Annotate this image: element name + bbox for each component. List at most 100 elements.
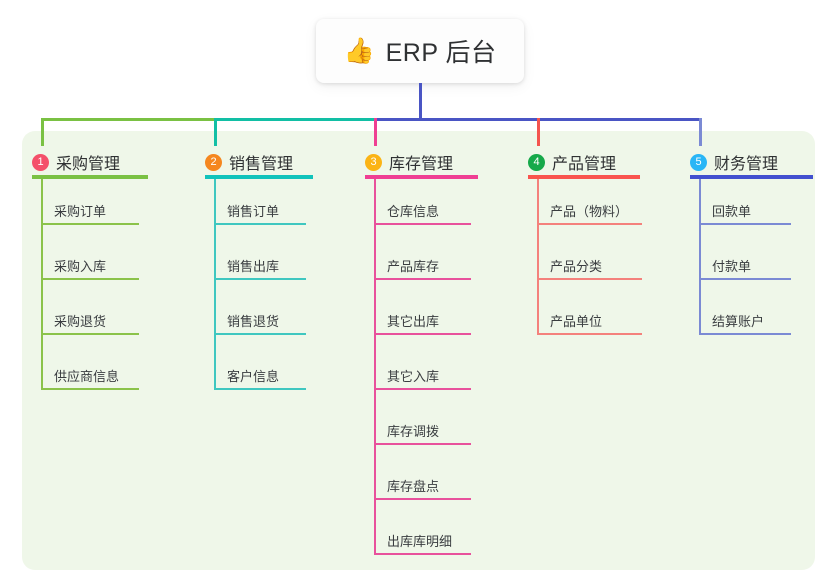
column-stem-1 <box>41 118 44 146</box>
bar-segment-teal <box>214 118 377 121</box>
column-header-2[interactable]: 2 销售管理 <box>205 150 293 174</box>
list-item-rule <box>699 223 791 225</box>
list-item[interactable]: 采购订单 <box>41 191 139 225</box>
list-item-label: 销售出库 <box>227 259 280 274</box>
list-item-rule <box>41 278 139 280</box>
list-item[interactable]: 供应商信息 <box>41 356 139 390</box>
column-spine-3 <box>374 179 376 555</box>
list-item-label: 产品单位 <box>550 314 603 329</box>
list-item-rule <box>374 388 471 390</box>
column-stem-4 <box>537 118 540 146</box>
list-item-rule <box>41 388 139 390</box>
list-item[interactable]: 回款单 <box>699 191 791 225</box>
list-item-label: 销售退货 <box>227 314 280 329</box>
list-item-rule <box>214 333 306 335</box>
column-rule-2 <box>205 175 313 179</box>
list-item[interactable]: 库存调拨 <box>374 411 471 445</box>
list-item-label: 其它入库 <box>387 369 440 384</box>
column-title-4: 产品管理 <box>552 156 617 173</box>
list-item-rule <box>537 223 642 225</box>
column-title-5: 财务管理 <box>714 156 779 173</box>
list-item-label: 销售订单 <box>227 204 280 219</box>
list-item[interactable]: 付款单 <box>699 246 791 280</box>
column-title-3: 库存管理 <box>389 156 454 173</box>
list-item-label: 仓库信息 <box>387 204 440 219</box>
column-badge-5: 5 <box>690 153 707 171</box>
diagram-panel <box>22 131 815 570</box>
column-header-5[interactable]: 5 财务管理 <box>690 150 778 174</box>
column-rule-3 <box>365 175 478 179</box>
column-rule-4 <box>528 175 640 179</box>
list-item[interactable]: 结算账户 <box>699 301 791 335</box>
column-badge-3: 3 <box>365 153 382 171</box>
list-item-label: 客户信息 <box>227 369 280 384</box>
column-title-2: 销售管理 <box>229 156 294 173</box>
list-item-rule <box>374 443 471 445</box>
list-item[interactable]: 产品（物料） <box>537 191 642 225</box>
list-item-label: 结算账户 <box>712 314 765 329</box>
column-spine-5 <box>699 179 701 335</box>
bar-segment-green <box>41 118 217 121</box>
root-title: ERP 后台 <box>385 39 497 67</box>
list-item-label: 采购退货 <box>54 314 107 329</box>
list-item[interactable]: 仓库信息 <box>374 191 471 225</box>
list-item-label: 出库库明细 <box>387 534 453 549</box>
column-stem-3 <box>374 118 377 146</box>
list-item-rule <box>374 498 471 500</box>
list-item[interactable]: 产品库存 <box>374 246 471 280</box>
list-item-rule <box>374 278 471 280</box>
list-item[interactable]: 采购退货 <box>41 301 139 335</box>
list-item-label: 产品库存 <box>387 259 440 274</box>
list-item-label: 采购入库 <box>54 259 107 274</box>
list-item-rule <box>214 223 306 225</box>
list-item-label: 其它出库 <box>387 314 440 329</box>
list-item-label: 采购订单 <box>54 204 107 219</box>
list-item-rule <box>374 223 471 225</box>
thumbs-up-icon: 👍 <box>343 36 375 65</box>
list-item-rule <box>537 333 642 335</box>
column-rule-1 <box>32 175 148 179</box>
column-stem-2 <box>214 118 217 146</box>
column-spine-2 <box>214 179 216 390</box>
list-item-rule <box>374 333 471 335</box>
list-item-rule <box>699 333 791 335</box>
list-item-label: 产品（物料） <box>550 204 629 219</box>
list-item-label: 付款单 <box>712 259 752 274</box>
column-spine-4 <box>537 179 539 335</box>
list-item[interactable]: 其它出库 <box>374 301 471 335</box>
column-header-4[interactable]: 4 产品管理 <box>528 150 616 174</box>
column-title-1: 采购管理 <box>56 156 121 173</box>
list-item[interactable]: 销售退货 <box>214 301 306 335</box>
root-node-card[interactable]: 👍 ERP 后台 <box>316 19 524 83</box>
list-item[interactable]: 采购入库 <box>41 246 139 280</box>
list-item-rule <box>214 388 306 390</box>
list-item[interactable]: 销售订单 <box>214 191 306 225</box>
list-item[interactable]: 销售出库 <box>214 246 306 280</box>
list-item-rule <box>374 553 471 555</box>
column-badge-4: 4 <box>528 153 545 171</box>
root-stem <box>419 83 422 121</box>
list-item-rule <box>699 278 791 280</box>
list-item[interactable]: 产品单位 <box>537 301 642 335</box>
list-item-label: 库存盘点 <box>387 479 440 494</box>
list-item[interactable]: 库存盘点 <box>374 466 471 500</box>
list-item-label: 回款单 <box>712 204 752 219</box>
list-item-label: 供应商信息 <box>54 369 120 384</box>
column-badge-2: 2 <box>205 153 222 171</box>
list-item[interactable]: 产品分类 <box>537 246 642 280</box>
list-item-rule <box>214 278 306 280</box>
list-item-label: 库存调拨 <box>387 424 440 439</box>
list-item-rule <box>41 223 139 225</box>
list-item-rule <box>537 278 642 280</box>
column-header-3[interactable]: 3 库存管理 <box>365 150 453 174</box>
column-header-1[interactable]: 1 采购管理 <box>32 150 120 174</box>
column-badge-1: 1 <box>32 153 49 171</box>
column-spine-1 <box>41 179 43 390</box>
list-item[interactable]: 其它入库 <box>374 356 471 390</box>
list-item[interactable]: 客户信息 <box>214 356 306 390</box>
list-item-label: 产品分类 <box>550 259 603 274</box>
list-item[interactable]: 出库库明细 <box>374 521 471 555</box>
column-rule-5 <box>690 175 813 179</box>
list-item-rule <box>41 333 139 335</box>
